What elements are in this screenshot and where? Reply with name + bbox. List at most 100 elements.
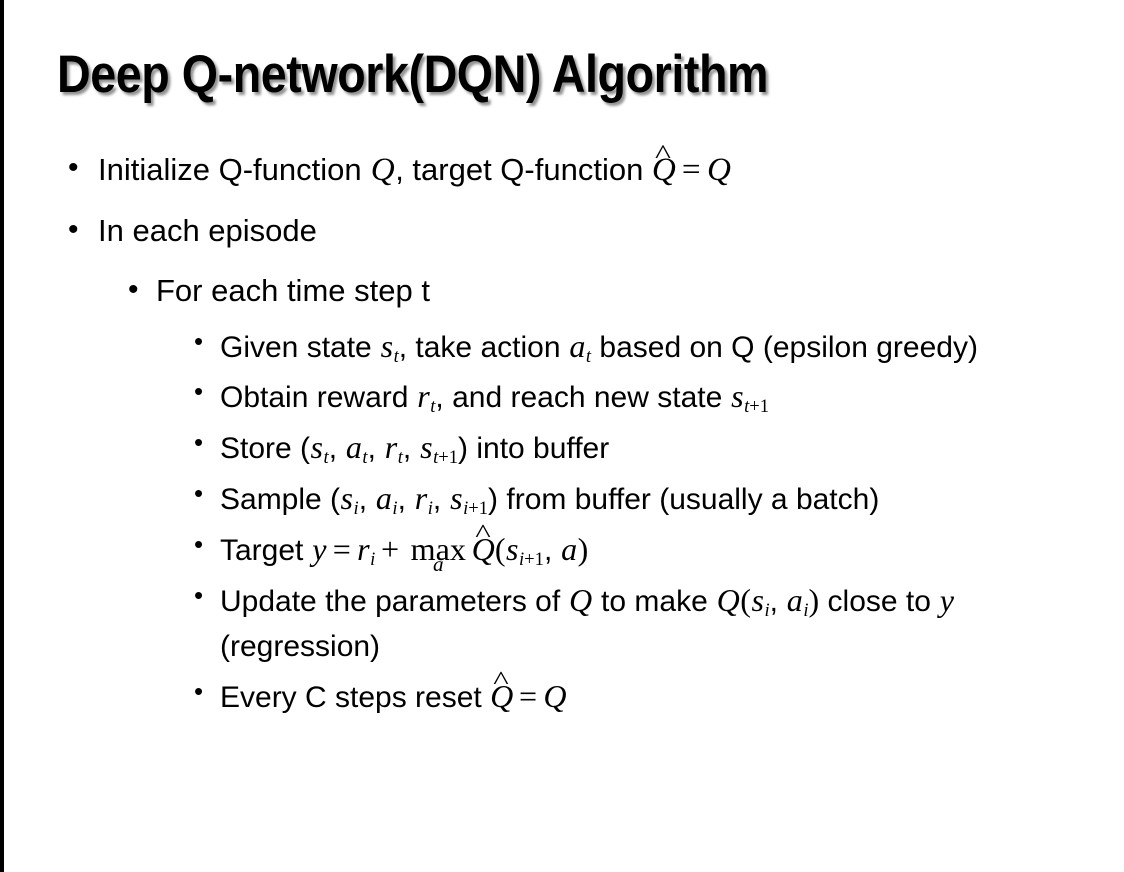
bullet-item-initialize: • Initialize Q-function Q, target Q-func… <box>0 140 1124 195</box>
math-subscript: i+1 <box>519 549 544 570</box>
math-q: Q <box>543 677 567 714</box>
math-plus: + <box>381 530 400 567</box>
bullet-list: • Initialize Q-function Q, target Q-func… <box>0 140 1124 723</box>
math-equals: = <box>332 530 351 567</box>
math-subscript: i <box>427 498 433 520</box>
bullet-item-update-parameters: • Update the parameters of Q to make Q(s… <box>0 576 1124 670</box>
math-subscript: t <box>430 396 436 418</box>
bullet-marker: • <box>194 427 204 458</box>
math-subscript: i <box>764 599 770 621</box>
bullet-marker: • <box>194 675 204 706</box>
math-q: Q <box>569 581 593 618</box>
math-equals: = <box>519 677 538 714</box>
text-fragment: , <box>402 432 420 466</box>
subscript-var: i <box>463 498 469 520</box>
text-fragment: Given state <box>220 330 381 364</box>
math-subscript: t+1 <box>433 447 458 468</box>
bullet-marker: • <box>194 325 204 356</box>
math-q: Q <box>716 581 740 618</box>
text-fragment: Initialize Q-function <box>98 152 371 187</box>
math-r: r <box>384 429 398 466</box>
math-r: r <box>357 530 370 567</box>
math-q-hat: ^Q <box>652 140 676 186</box>
slide-left-edge-bar <box>0 0 4 872</box>
text-fragment: , and reach new state <box>435 381 731 415</box>
math-s: s <box>450 479 463 516</box>
bullet-text: Store (st, at, rt, st+1) into buffer <box>220 423 1124 472</box>
bullet-text: Given state st, take action at based on … <box>220 322 1124 371</box>
bullet-text: In each episode <box>98 213 317 249</box>
math-subscript: t <box>362 447 368 469</box>
math-a: a <box>375 479 392 516</box>
bullet-marker: • <box>68 213 79 247</box>
hat-accent: ^ <box>475 518 491 548</box>
page-title: Deep Q-network(DQN) Algorithm <box>57 45 769 104</box>
math-q-hat: ^Q <box>490 667 514 714</box>
bullet-text: Every C steps reset ^Q=Q <box>220 667 1124 721</box>
subscript-var: i <box>518 548 525 570</box>
subscript-offset: +1 <box>524 548 544 570</box>
subscript-offset: +1 <box>749 396 770 418</box>
bullet-text: Initialize Q-function Q, target Q-functi… <box>98 140 1124 195</box>
math-subscript: t <box>393 345 399 367</box>
text-fragment: , <box>397 482 415 516</box>
math-subscript: i+1 <box>463 498 488 519</box>
text-fragment: close to <box>819 584 940 618</box>
bullet-item-given-state: • Given state st, take action at based o… <box>0 322 1124 371</box>
math-q: Q <box>707 151 731 188</box>
math-a: a <box>569 327 586 364</box>
bullet-item-for-each-time-step: • For each time step t <box>0 267 1124 314</box>
bullet-marker: • <box>68 151 79 184</box>
bullet-item-reset-target-network: • Every C steps reset ^Q=Q <box>0 667 1124 721</box>
math-equals: = <box>681 151 701 188</box>
text-fragment: ) into buffer <box>458 432 610 466</box>
math-s: s <box>380 327 394 364</box>
text-fragment: (regression) <box>220 630 381 664</box>
text-fragment: , target Q-function <box>395 152 652 187</box>
math-s: s <box>310 429 324 466</box>
text-fragment: Sample ( <box>220 482 341 516</box>
math-s: s <box>751 581 764 618</box>
hat-accent: ^ <box>655 138 672 169</box>
math-r: r <box>414 479 428 516</box>
math-q: Q <box>370 151 395 188</box>
math-subscript: i <box>803 599 809 621</box>
math-subscript: t <box>585 345 592 367</box>
math-subscript: i <box>370 548 376 570</box>
text-fragment: , <box>432 482 450 516</box>
math-paren-close: ) <box>808 581 820 618</box>
math-q-hat: ^Q <box>472 520 495 565</box>
text-fragment: ) from buffer (usually a batch) <box>488 482 880 516</box>
bullet-marker: • <box>128 272 139 306</box>
text-fragment: , <box>543 533 561 567</box>
bullet-marker: • <box>194 579 204 610</box>
bullet-text: Obtain reward rt, and reach new state st… <box>220 372 1124 421</box>
bullet-item-in-each-episode: • In each episode <box>0 207 1124 254</box>
math-s: s <box>340 479 354 516</box>
math-s: s <box>420 429 433 466</box>
text-fragment: , <box>367 432 385 466</box>
math-q-base: Q <box>490 677 514 714</box>
subscript-var: t <box>744 396 750 418</box>
subscript-var: t <box>433 447 439 469</box>
subscript-offset: +1 <box>438 447 459 469</box>
bullet-text: Sample (si, ai, ri, si+1) from buffer (u… <box>220 474 1124 523</box>
math-subscript: t <box>323 447 329 469</box>
max-underscript: a <box>432 551 444 576</box>
text-fragment: Every C steps reset <box>220 680 491 714</box>
math-paren-open: ( <box>494 530 506 567</box>
bullet-text: Update the parameters of Q to make Q(si,… <box>220 576 1124 670</box>
text-fragment: , <box>358 482 376 516</box>
bullet-text: For each time step t <box>156 272 430 308</box>
text-fragment: , take action <box>398 330 569 364</box>
math-paren-close: ) <box>577 530 589 567</box>
bullet-marker: • <box>194 376 204 407</box>
text-fragment: Obtain reward <box>220 381 417 415</box>
math-subscript: t+1 <box>744 397 769 418</box>
subscript-offset: +1 <box>468 498 489 520</box>
math-y: y <box>312 530 327 567</box>
math-subscript: i <box>392 498 398 520</box>
math-y: y <box>939 581 954 618</box>
